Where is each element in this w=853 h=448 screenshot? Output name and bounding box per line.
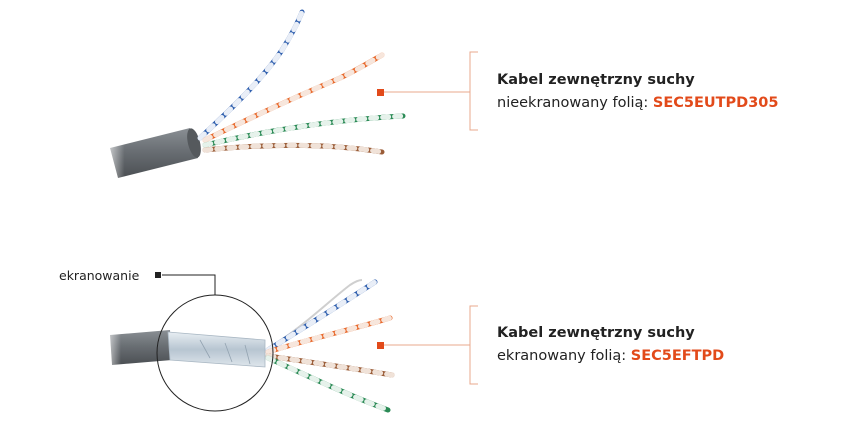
cable-1-description-line: nieekranowany folią: SEC5EUTPD305 [497,92,779,115]
shield-marker [155,272,161,278]
cable-2-pair-green [265,355,391,413]
cable-2-title: Kabel zewnętrzny suchy [497,325,695,341]
cable-1-label: Kabel zewnętrzny suchy nieekranowany fol… [497,69,779,115]
cable-1-marker [377,89,384,96]
cable-1-product-code: SEC5EUTPD305 [652,95,779,111]
shield-leader-line [162,274,216,295]
cable-1-title: Kabel zewnętrzny suchy [497,72,695,88]
cable-1-description: nieekranowany folią: [497,95,653,111]
cable-1-pair-green [202,113,406,148]
cable-1-pair-brown [202,142,385,155]
shield-label: ekranowanie [59,268,140,283]
cable-2-illustration [100,279,395,413]
cable-1-pair-blue [197,9,305,141]
cable-2-pair-brown [265,353,395,378]
cable-2-foil-shield [167,331,266,368]
cable-2-product-code: SEC5EFTPD [630,348,725,364]
cable-2-description-line: ekranowany folią: SEC5EFTPD [497,345,724,368]
cable-1-bracket [469,51,478,131]
cable-1-illustration [100,9,406,185]
cable-1-pair-orange [202,52,385,143]
cable-2-description: ekranowany folią: [497,348,631,364]
cable-2-pair-orange [265,315,393,355]
cable-2-label: Kabel zewnętrzny suchy ekranowany folią:… [497,322,724,368]
cable-2-pair-blue [265,279,378,353]
cable-2-marker [377,342,384,349]
cable-2-bracket [469,305,478,385]
